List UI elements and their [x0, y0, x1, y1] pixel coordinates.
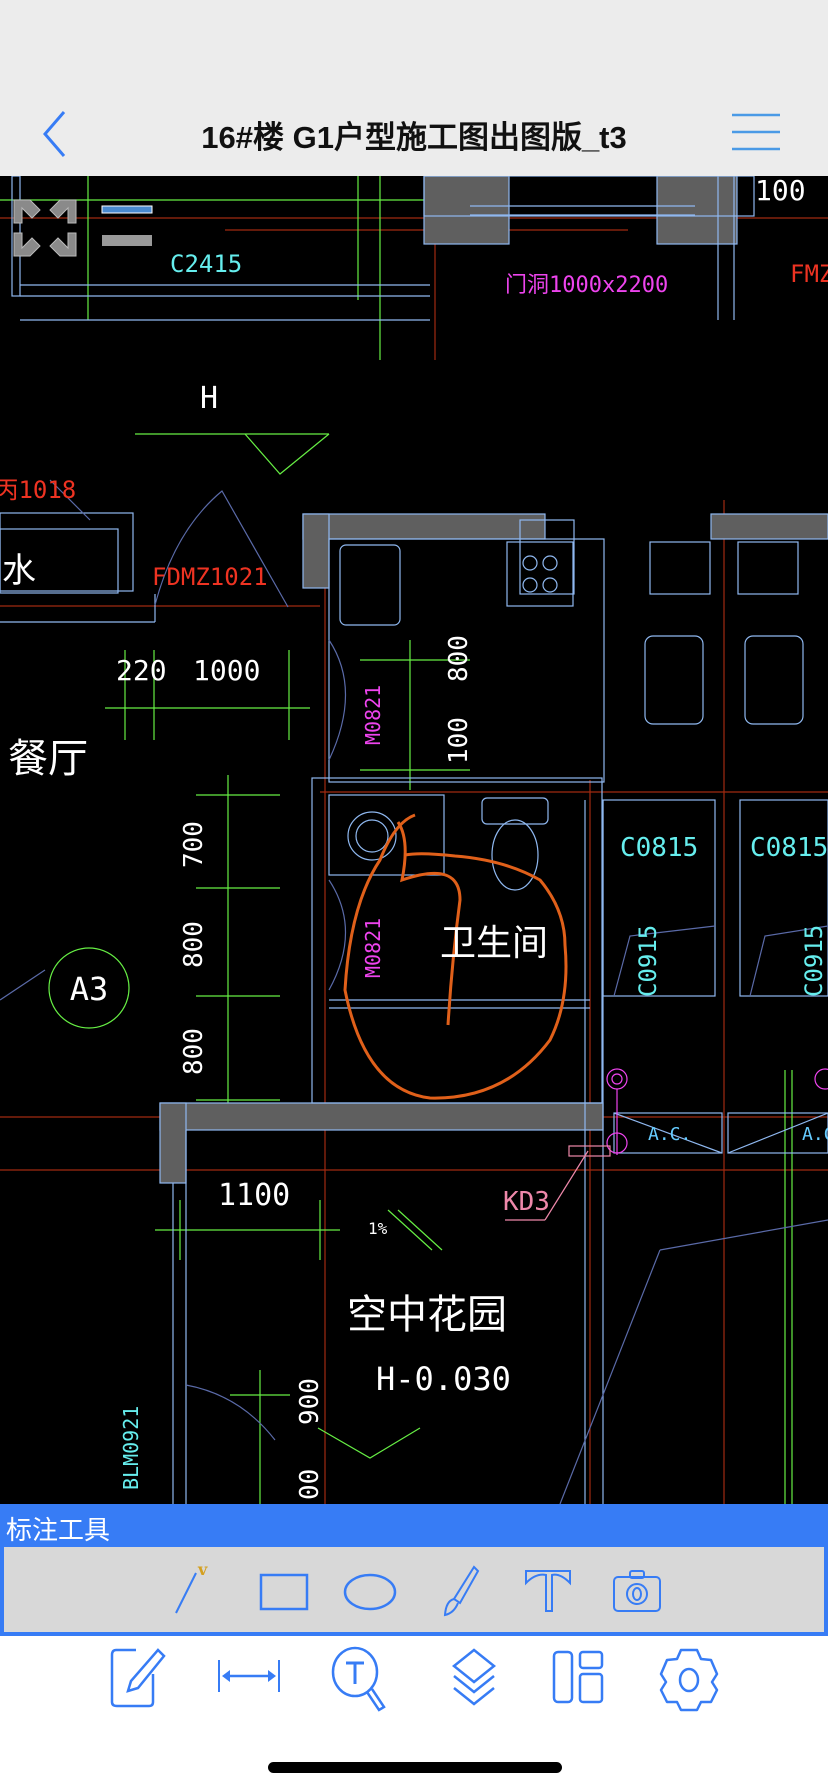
ellipse-tool[interactable] [342, 1561, 398, 1617]
cad-drawing-canvas[interactable]: H FDMZ1021 M丙1018 水 220 1000 餐厅 M0821 M0… [0, 176, 828, 1504]
door-label: FDMZ1021 [152, 563, 268, 591]
svg-text:v: v [197, 1561, 208, 1579]
text-tool[interactable] [520, 1561, 576, 1617]
door-label: BLM0921 [119, 1406, 143, 1490]
kd3-leader [544, 1150, 589, 1221]
dimension-label: 100 [444, 717, 474, 764]
ac-label: A.C. [648, 1124, 691, 1145]
dimension-lines [0, 176, 793, 1504]
freehand-annotation [343, 813, 568, 1100]
text-search-button[interactable] [329, 1646, 393, 1712]
dimension-label: 900 [295, 1378, 325, 1425]
wall-outlines [0, 176, 828, 1504]
window-label: C2415 [170, 250, 242, 278]
measure-button[interactable] [217, 1646, 281, 1712]
door-label: M0821 [361, 685, 385, 745]
settings-icon [659, 1648, 719, 1712]
text-icon [525, 1570, 571, 1612]
brush-icon [443, 1565, 480, 1617]
dimension-label: 00 [295, 1469, 325, 1500]
kd3-label: KD3 [503, 1187, 550, 1217]
dimension-label: 220 [116, 654, 167, 687]
door-label: 门洞1000x2200 [505, 273, 668, 298]
fullscreen-icon[interactable] [13, 199, 77, 257]
freehand-stroke [396, 821, 462, 1026]
settings-button[interactable] [657, 1646, 721, 1712]
layers-button[interactable] [442, 1646, 506, 1712]
annotate-button[interactable] [108, 1646, 172, 1712]
axis-label: A3 [70, 970, 109, 1008]
navigation-bar: 16#楼 G1户型施工图出图版_t3 [0, 0, 828, 176]
layers-icon [451, 1648, 497, 1706]
rectangle-tool[interactable] [254, 1561, 310, 1617]
annotation-tools-header: 标注工具 [0, 1504, 828, 1548]
room-label: 水 [2, 551, 36, 591]
camera-icon [613, 1570, 661, 1612]
window-label: C0915 [634, 925, 662, 997]
line-icon: v [175, 1560, 208, 1614]
brush-tool[interactable] [432, 1561, 488, 1617]
back-button[interactable] [36, 108, 76, 158]
door-label: FMZ [790, 260, 828, 288]
dimension-label: 700 [179, 821, 209, 868]
room-label: 空中花园 [347, 1292, 507, 1338]
slope-label: 1% [368, 1219, 388, 1238]
dimension-label: 1000 [193, 654, 260, 687]
door-swings [0, 479, 828, 1504]
line-tool[interactable]: v [168, 1560, 224, 1617]
layout-icon [552, 1650, 604, 1704]
room-label: 卫生间 [440, 923, 548, 964]
elevation-label: H-0.030 [376, 1360, 511, 1398]
door-label: M0821 [361, 918, 385, 978]
measure-icon [218, 1660, 280, 1692]
dimension-label: 800 [444, 635, 474, 682]
rectangle-icon [259, 1573, 309, 1611]
home-indicator[interactable] [268, 1762, 562, 1773]
elevation-mark-label: H [200, 381, 218, 416]
walls [159, 176, 828, 1184]
floor-plan-drawing: H FDMZ1021 M丙1018 水 220 1000 餐厅 M0821 M0… [0, 176, 828, 1504]
dimension-label: 800 [179, 1028, 209, 1075]
chevron-left-icon [43, 111, 66, 157]
window-label: C0915 [800, 925, 828, 997]
text-search-icon [331, 1646, 386, 1712]
kd3-box [568, 1145, 611, 1157]
dimension-label: 800 [179, 921, 209, 968]
page-title: 16#楼 G1户型施工图出图版_t3 [201, 120, 627, 155]
dimension-label: 100 [755, 176, 806, 207]
room-label: 餐厅 [8, 736, 88, 782]
layer-bar-active[interactable] [101, 205, 153, 214]
hamburger-menu-icon [732, 113, 780, 151]
annotation-tools-title: 标注工具 [6, 1516, 111, 1546]
axis-a3-circle [48, 947, 130, 1029]
menu-button[interactable] [730, 112, 782, 152]
door-label: M丙1018 [0, 476, 76, 504]
window-label: C0815 [620, 833, 698, 863]
window-label: C0815 [750, 833, 828, 863]
annotation-tools-panel: v [0, 1547, 828, 1636]
dimension-label: 1100 [218, 1178, 290, 1213]
ac-label: A.C. [802, 1124, 828, 1145]
annotate-icon [110, 1648, 166, 1708]
layer-bar[interactable] [102, 235, 152, 246]
ellipse-icon [343, 1573, 397, 1611]
layout-button[interactable] [548, 1646, 612, 1712]
drain-symbols [606, 1068, 828, 1155]
camera-tool[interactable] [608, 1561, 664, 1617]
